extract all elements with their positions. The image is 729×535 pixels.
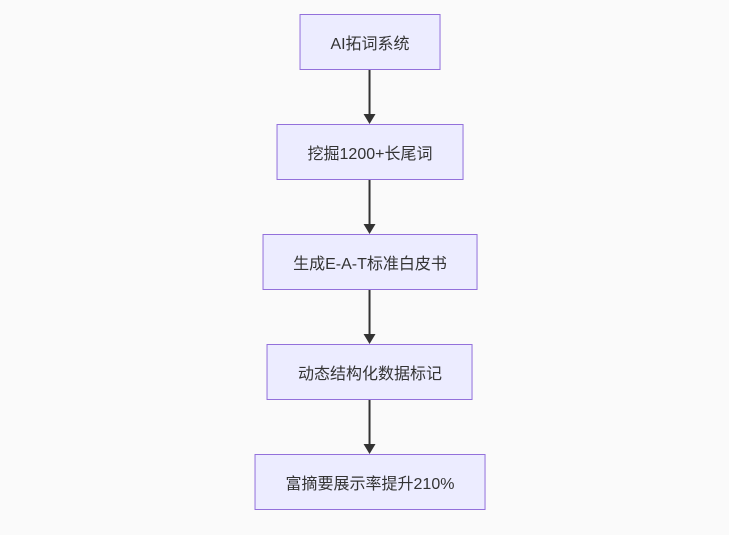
node-label: 富摘要展示率提升210% (285, 476, 455, 493)
flowchart-node-structured-data-markup: 动态结构化数据标记 (266, 344, 473, 400)
arrow-head-icon (364, 224, 376, 234)
arrow-head-icon (364, 114, 376, 124)
arrow-line (369, 400, 371, 444)
flow-arrow (364, 180, 376, 234)
node-label: 动态结构化数据标记 (297, 366, 442, 383)
arrow-line (369, 180, 371, 224)
arrow-head-icon (364, 334, 376, 344)
flowchart-node-rich-snippet-uplift: 富摘要展示率提升210% (254, 454, 486, 510)
flowchart-node-ai-word-expansion: AI拓词系统 (299, 14, 441, 70)
flow-arrow (364, 290, 376, 344)
arrow-line (369, 290, 371, 334)
flowchart-node-longtail-mining: 挖掘1200+长尾词 (276, 124, 464, 180)
flowchart-node-eat-whitepaper: 生成E-A-T标准白皮书 (262, 234, 478, 290)
node-label: 生成E-A-T标准白皮书 (293, 256, 447, 273)
arrow-line (369, 70, 371, 114)
node-label: AI拓词系统 (330, 36, 410, 53)
flow-arrow (364, 70, 376, 124)
flow-arrow (364, 400, 376, 454)
node-label: 挖掘1200+长尾词 (307, 146, 433, 163)
flowchart: AI拓词系统 挖掘1200+长尾词 生成E-A-T标准白皮书 动态结构化数据标记… (254, 14, 486, 510)
arrow-head-icon (364, 444, 376, 454)
